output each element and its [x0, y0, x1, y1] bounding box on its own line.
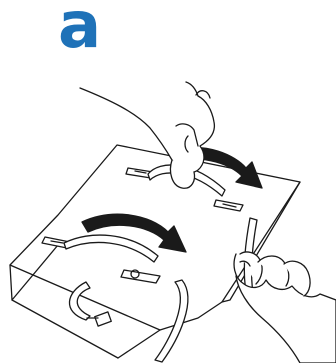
gripping-hand-icon: [234, 252, 336, 363]
